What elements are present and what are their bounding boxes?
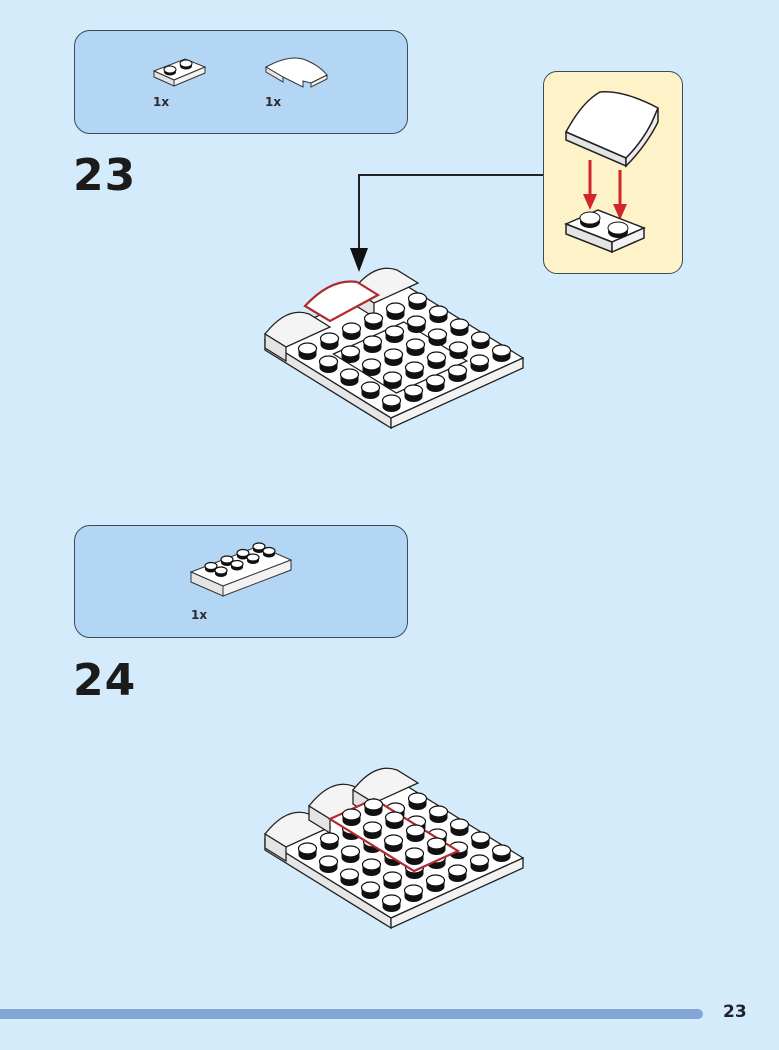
part-quantity: 1x bbox=[191, 608, 208, 622]
baseplate-front bbox=[390, 856, 524, 930]
arrow-head-icon bbox=[350, 248, 368, 272]
stud bbox=[383, 348, 404, 366]
baseplate-front bbox=[390, 356, 524, 430]
down-arrow-icon bbox=[583, 160, 627, 220]
stud bbox=[297, 342, 318, 360]
stud bbox=[426, 351, 447, 369]
stud bbox=[405, 338, 426, 356]
stud bbox=[341, 322, 362, 340]
stud bbox=[384, 325, 405, 343]
stud bbox=[449, 818, 470, 836]
part-quantity: 1x bbox=[153, 95, 170, 109]
footer-bar bbox=[0, 1009, 703, 1019]
stud bbox=[491, 344, 512, 362]
stud bbox=[428, 305, 449, 323]
stud bbox=[427, 328, 448, 346]
page-number: 23 bbox=[723, 1002, 747, 1022]
stud bbox=[403, 384, 424, 402]
stud bbox=[340, 845, 361, 863]
part-2x4-plate-icon bbox=[189, 542, 293, 597]
stud bbox=[469, 354, 490, 372]
step-number: 23 bbox=[73, 150, 137, 201]
stud bbox=[407, 292, 428, 310]
stud bbox=[449, 318, 470, 336]
stud bbox=[339, 868, 360, 886]
stud bbox=[381, 894, 402, 912]
stud bbox=[360, 381, 381, 399]
stud bbox=[339, 368, 360, 386]
new-curved-slope bbox=[303, 280, 381, 323]
model-step-24 bbox=[263, 767, 525, 930]
curved-slope bbox=[264, 311, 332, 363]
stud bbox=[318, 855, 339, 873]
stud bbox=[491, 844, 512, 862]
stud bbox=[361, 358, 382, 376]
stud bbox=[405, 824, 426, 842]
stud bbox=[382, 371, 403, 389]
stud bbox=[362, 821, 383, 839]
stud bbox=[447, 364, 468, 382]
sub-assembly-callout bbox=[543, 71, 683, 274]
stud bbox=[407, 792, 428, 810]
part-curved-slope-icon bbox=[264, 57, 328, 88]
stud bbox=[220, 555, 234, 566]
stud bbox=[363, 312, 384, 330]
part-1x2-plate-icon bbox=[152, 58, 207, 87]
stud bbox=[404, 361, 425, 379]
stud bbox=[448, 341, 469, 359]
stud bbox=[340, 345, 361, 363]
part-quantity: 1x bbox=[265, 95, 282, 109]
stud bbox=[363, 798, 384, 816]
stud bbox=[384, 811, 405, 829]
stud bbox=[362, 335, 383, 353]
placement-connector bbox=[350, 174, 543, 272]
stud bbox=[469, 854, 490, 872]
stud bbox=[406, 315, 427, 333]
step-number: 24 bbox=[73, 655, 137, 706]
stud bbox=[383, 834, 404, 852]
plate-1x2-icon bbox=[564, 209, 646, 254]
stud bbox=[428, 805, 449, 823]
parts-box-step-23: 1x 1x bbox=[74, 30, 408, 134]
curved-slope-icon bbox=[564, 91, 659, 168]
stud bbox=[361, 858, 382, 876]
stud bbox=[252, 542, 266, 553]
stud bbox=[230, 559, 244, 571]
stud bbox=[447, 864, 468, 882]
model-step-23 bbox=[263, 267, 525, 430]
stud bbox=[470, 331, 491, 349]
stud bbox=[382, 871, 403, 889]
stud bbox=[319, 832, 340, 850]
curved-slope bbox=[352, 767, 420, 819]
stud bbox=[381, 394, 402, 412]
stud bbox=[404, 847, 425, 865]
stud bbox=[297, 842, 318, 860]
stud bbox=[385, 302, 406, 320]
stud bbox=[341, 808, 362, 826]
parts-box-step-24: 1x bbox=[74, 525, 408, 638]
stud bbox=[236, 548, 250, 560]
stud bbox=[246, 553, 260, 564]
stud bbox=[470, 831, 491, 849]
stud bbox=[425, 374, 446, 392]
stud bbox=[318, 355, 339, 373]
stud bbox=[426, 837, 447, 855]
stud bbox=[214, 566, 228, 577]
stud bbox=[262, 546, 276, 558]
stud bbox=[360, 881, 381, 899]
stud bbox=[204, 561, 218, 573]
stud bbox=[425, 874, 446, 892]
stud bbox=[403, 884, 424, 902]
stud bbox=[319, 332, 340, 350]
